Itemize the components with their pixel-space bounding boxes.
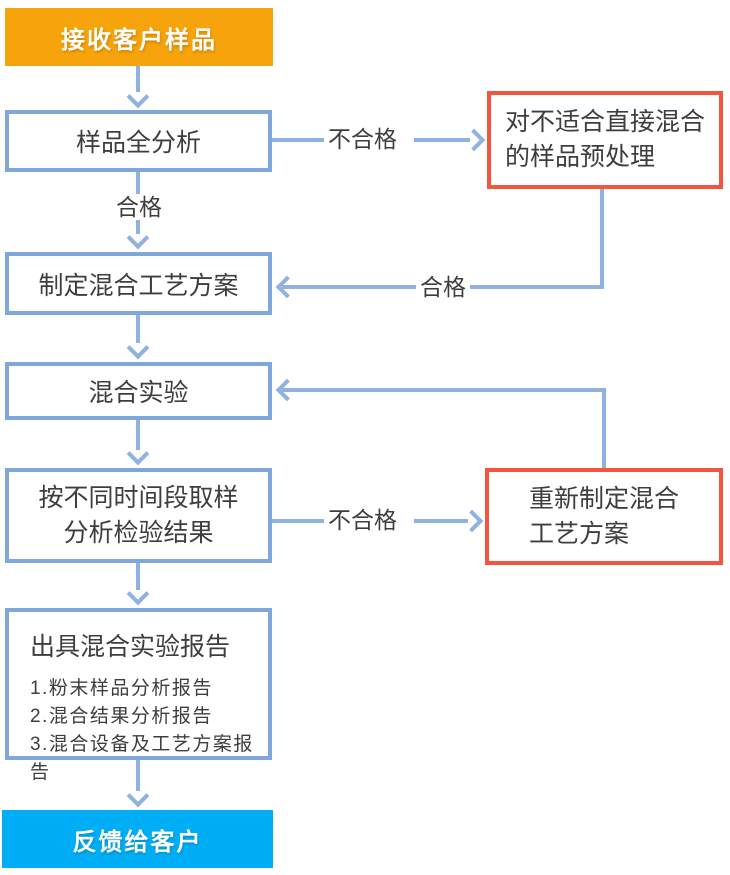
node-mixing-experiment: 混合实验	[5, 362, 272, 420]
node-label-line: 工艺方案	[528, 519, 629, 548]
edge-label-fail-bottom: 不合格	[324, 507, 401, 533]
connector-line	[136, 562, 140, 590]
connector-line	[282, 388, 606, 392]
node-sample-analysis: 样品全分析	[5, 110, 272, 172]
node-label: 重新制定混合 工艺方案	[529, 482, 679, 552]
arrowhead-down-icon	[126, 582, 150, 606]
node-label-line: 按不同时间段取样	[38, 483, 239, 512]
connector-line	[136, 66, 140, 92]
report-item: 3.混合设备及工艺方案报告	[30, 734, 254, 783]
report-item: 1.粉末样品分析报告	[30, 678, 213, 699]
arrowhead-down-icon	[126, 226, 150, 250]
arrowhead-right-icon	[462, 128, 486, 152]
node-label: 样品全分析	[75, 129, 201, 157]
connector-line	[136, 420, 140, 450]
node-make-mixing-plan: 制定混合工艺方案	[5, 252, 272, 315]
edge-label-fail-top: 不合格	[324, 126, 401, 152]
node-remake-mixing-plan: 重新制定混合 工艺方案	[485, 468, 723, 565]
edge-label-pass-down: 合格	[112, 194, 166, 220]
connector-line	[272, 138, 326, 142]
arrowhead-down-icon	[126, 336, 150, 360]
arrowhead-down-icon	[126, 784, 150, 808]
arrowhead-left-icon	[275, 378, 299, 402]
node-label: 接收客户样品	[61, 26, 217, 54]
node-receive-samples: 接收客户样品	[5, 8, 273, 66]
node-label-line: 的样品预处理	[504, 143, 655, 171]
arrowhead-down-icon	[126, 85, 150, 109]
node-label: 按不同时间段取样 分析检验结果	[38, 481, 238, 551]
report-title: 出具混合实验报告	[30, 633, 231, 661]
connector-line	[414, 138, 470, 142]
node-pretreat-samples: 对不适合直接混合 的样品预处理	[487, 91, 723, 189]
connector-line	[414, 519, 468, 523]
node-feedback-customer: 反馈给客户	[2, 810, 273, 868]
node-label: 混合实验	[88, 379, 189, 407]
edge-label-pass-return: 合格	[416, 274, 470, 300]
node-label-line: 重新制定混合	[528, 484, 679, 513]
connector-line	[136, 760, 140, 791]
node-label-line: 分析检验结果	[63, 518, 214, 547]
node-issue-report: 出具混合实验报告 1.粉末样品分析报告 2.混合结果分析报告 3.混合设备及工艺…	[5, 608, 272, 783]
connector-line	[600, 189, 604, 289]
connector-line	[136, 315, 140, 343]
arrowhead-left-icon	[275, 275, 299, 299]
report-item: 2.混合结果分析报告	[30, 706, 213, 727]
node-label-line: 对不适合直接混合	[504, 108, 705, 136]
arrowhead-down-icon	[126, 442, 150, 466]
connector-line	[602, 388, 606, 468]
arrowhead-right-icon	[460, 509, 484, 533]
node-label: 对不适合直接混合 的样品预处理	[505, 105, 705, 175]
node-label: 反馈给客户	[72, 828, 203, 856]
connector-line	[272, 519, 326, 523]
node-label: 制定混合工艺方案	[38, 271, 239, 300]
node-sampling-inspection: 按不同时间段取样 分析检验结果	[5, 468, 272, 563]
